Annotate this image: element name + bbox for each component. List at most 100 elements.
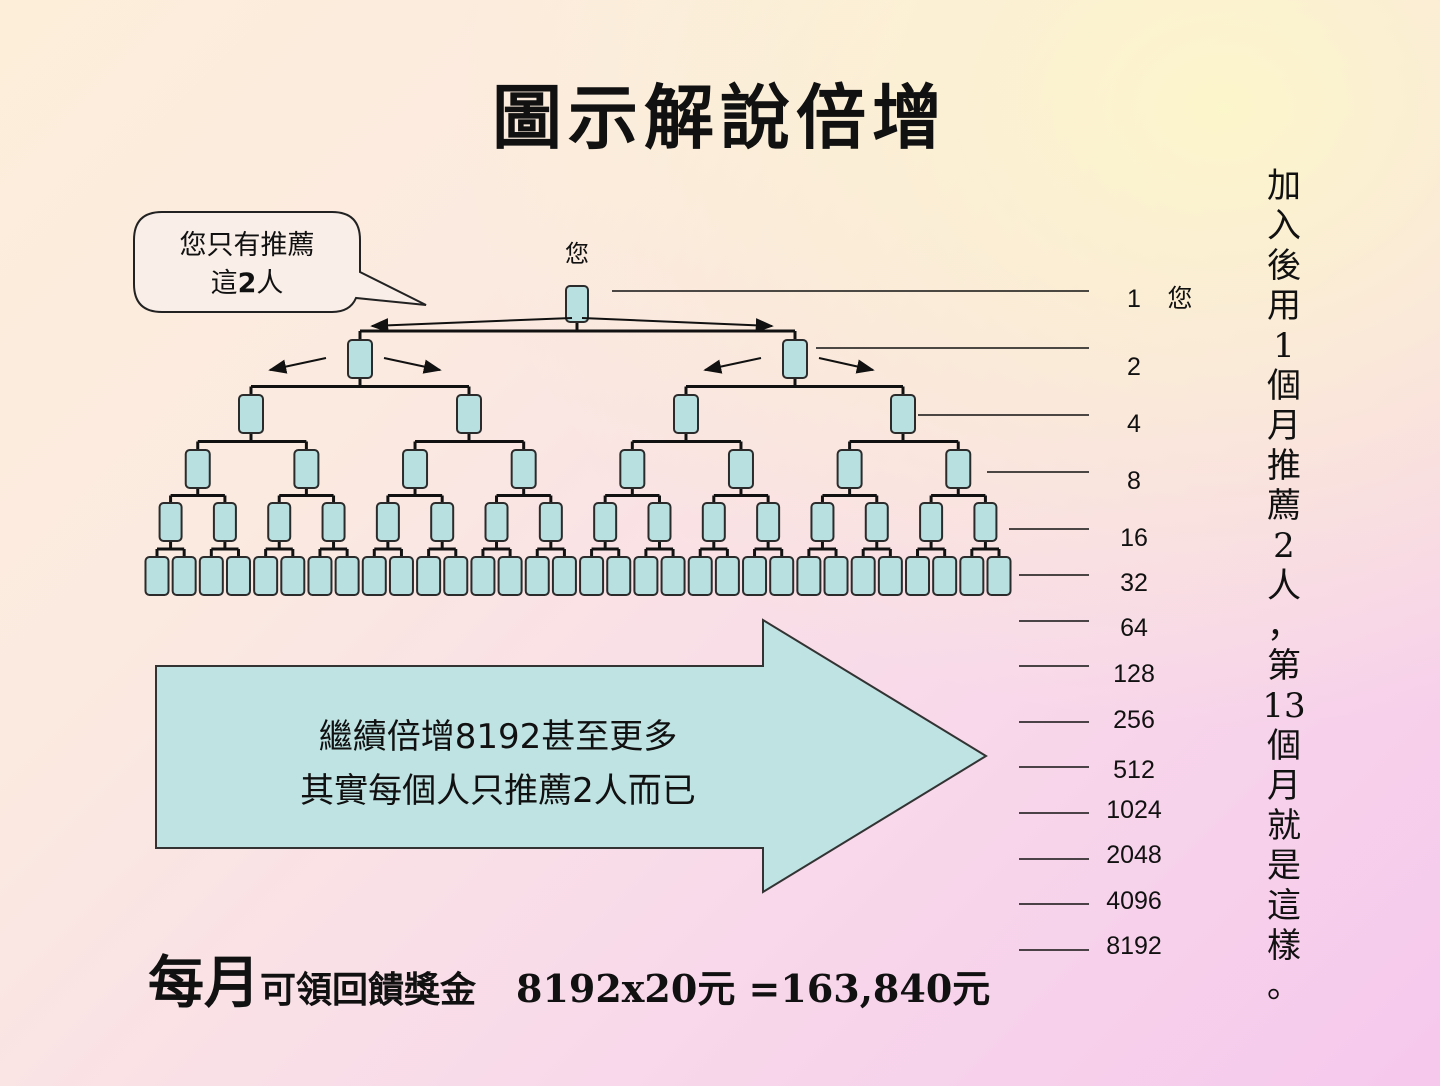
vertical-char: 月 bbox=[1267, 766, 1301, 806]
vertical-char: 就 bbox=[1267, 806, 1301, 846]
level-count: 128 bbox=[1113, 660, 1155, 688]
member-node bbox=[810, 502, 835, 542]
member-node bbox=[184, 449, 211, 489]
bonus-label: 可領回饋獎金 bbox=[260, 969, 477, 1011]
vertical-char: 第 bbox=[1267, 646, 1301, 686]
referral-arrow bbox=[818, 357, 875, 374]
member-node bbox=[293, 449, 320, 489]
arrow-line-2: 其實每個人只推薦2人而已 bbox=[300, 771, 696, 811]
member-node bbox=[402, 449, 429, 489]
member-node bbox=[932, 556, 958, 596]
level-count: 32 bbox=[1120, 569, 1148, 597]
member-node bbox=[144, 556, 170, 596]
level-count: 4 bbox=[1127, 410, 1141, 438]
bonus-calculation: 8192x20元 =163,840元 bbox=[516, 966, 991, 1011]
vertical-char: 薦 bbox=[1267, 486, 1301, 526]
arrow-line-1: 繼續倍增8192甚至更多 bbox=[319, 717, 678, 757]
vertical-char: 1 bbox=[1273, 326, 1295, 366]
member-node bbox=[919, 502, 944, 542]
member-node bbox=[225, 556, 251, 596]
member-node bbox=[388, 556, 414, 596]
member-node bbox=[593, 502, 618, 542]
referral-arrow bbox=[581, 317, 774, 333]
member-node bbox=[619, 449, 646, 489]
member-node bbox=[443, 556, 469, 596]
level-count: 8 bbox=[1127, 467, 1141, 495]
member-node bbox=[959, 556, 985, 596]
member-node bbox=[769, 556, 795, 596]
level-count: 1024 bbox=[1106, 796, 1162, 824]
member-node bbox=[267, 502, 292, 542]
vertical-char: 13 bbox=[1262, 686, 1306, 726]
level-count: 4096 bbox=[1106, 887, 1162, 915]
level-count: 1 bbox=[1127, 285, 1141, 313]
member-node bbox=[375, 502, 400, 542]
vertical-char: 推 bbox=[1267, 446, 1301, 486]
level-count: 512 bbox=[1113, 756, 1155, 784]
member-node bbox=[238, 394, 264, 434]
member-node bbox=[660, 556, 686, 596]
member-node bbox=[334, 556, 360, 596]
member-node bbox=[538, 502, 563, 542]
vertical-char: 入 bbox=[1267, 206, 1301, 246]
member-node bbox=[905, 556, 931, 596]
level-label: 您 bbox=[1167, 285, 1192, 313]
bonus-prefix: 每月 bbox=[148, 950, 260, 1016]
bonus-summary: 每月可領回饋獎金 8192x20元 =163,840元 bbox=[148, 938, 990, 1019]
member-node bbox=[850, 556, 876, 596]
vertical-char: 月 bbox=[1267, 406, 1301, 446]
member-node bbox=[877, 556, 903, 596]
vertical-char: 加 bbox=[1267, 166, 1301, 206]
member-node bbox=[280, 556, 306, 596]
member-node bbox=[497, 556, 523, 596]
referral-arrow bbox=[383, 357, 442, 374]
vertical-char: 。 bbox=[1267, 966, 1301, 1006]
member-node bbox=[212, 502, 237, 542]
vertical-char: ， bbox=[1267, 606, 1301, 646]
vertical-char: 後 bbox=[1267, 246, 1301, 286]
speech-bubble: 您只有推薦 這2人 bbox=[133, 211, 427, 313]
member-node bbox=[796, 556, 822, 596]
root-label: 您 bbox=[565, 240, 589, 268]
level-count: 64 bbox=[1120, 614, 1148, 642]
page-title: 圖示解說倍增 bbox=[492, 76, 948, 159]
level-count: 2 bbox=[1127, 353, 1141, 381]
member-node bbox=[687, 556, 713, 596]
level-count: 8192 bbox=[1106, 932, 1162, 960]
member-node bbox=[484, 502, 509, 542]
member-node bbox=[361, 556, 387, 596]
member-node bbox=[890, 394, 916, 434]
member-node bbox=[470, 556, 496, 596]
vertical-char: 個 bbox=[1267, 366, 1301, 406]
member-node bbox=[307, 556, 333, 596]
member-node bbox=[347, 339, 373, 379]
vertical-char: 是 bbox=[1267, 846, 1301, 886]
vertical-char: 用 bbox=[1267, 286, 1301, 326]
vertical-char: 個 bbox=[1267, 726, 1301, 766]
level-count: 256 bbox=[1113, 706, 1155, 734]
member-node bbox=[565, 285, 589, 323]
member-node bbox=[524, 556, 550, 596]
vertical-char: 人 bbox=[1267, 566, 1301, 606]
member-node bbox=[864, 502, 889, 542]
referral-arrow bbox=[370, 317, 573, 333]
member-node bbox=[945, 449, 972, 489]
tree bbox=[144, 285, 1012, 596]
level-count: 2048 bbox=[1106, 841, 1162, 869]
member-node bbox=[321, 502, 346, 542]
member-node bbox=[510, 449, 537, 489]
vertical-char: 2 bbox=[1273, 526, 1295, 566]
member-node bbox=[647, 502, 672, 542]
member-node bbox=[579, 556, 605, 596]
member-node bbox=[986, 556, 1012, 596]
bubble-line-1: 您只有推薦 bbox=[180, 230, 315, 261]
bubble-line-2: 這2人 bbox=[211, 268, 284, 299]
member-node bbox=[551, 556, 577, 596]
referral-arrow bbox=[268, 357, 327, 374]
member-node bbox=[456, 394, 482, 434]
member-node bbox=[973, 502, 998, 542]
member-node bbox=[823, 556, 849, 596]
growth-arrow: 繼續倍增8192甚至更多 其實每個人只推薦2人而已 bbox=[155, 618, 988, 894]
